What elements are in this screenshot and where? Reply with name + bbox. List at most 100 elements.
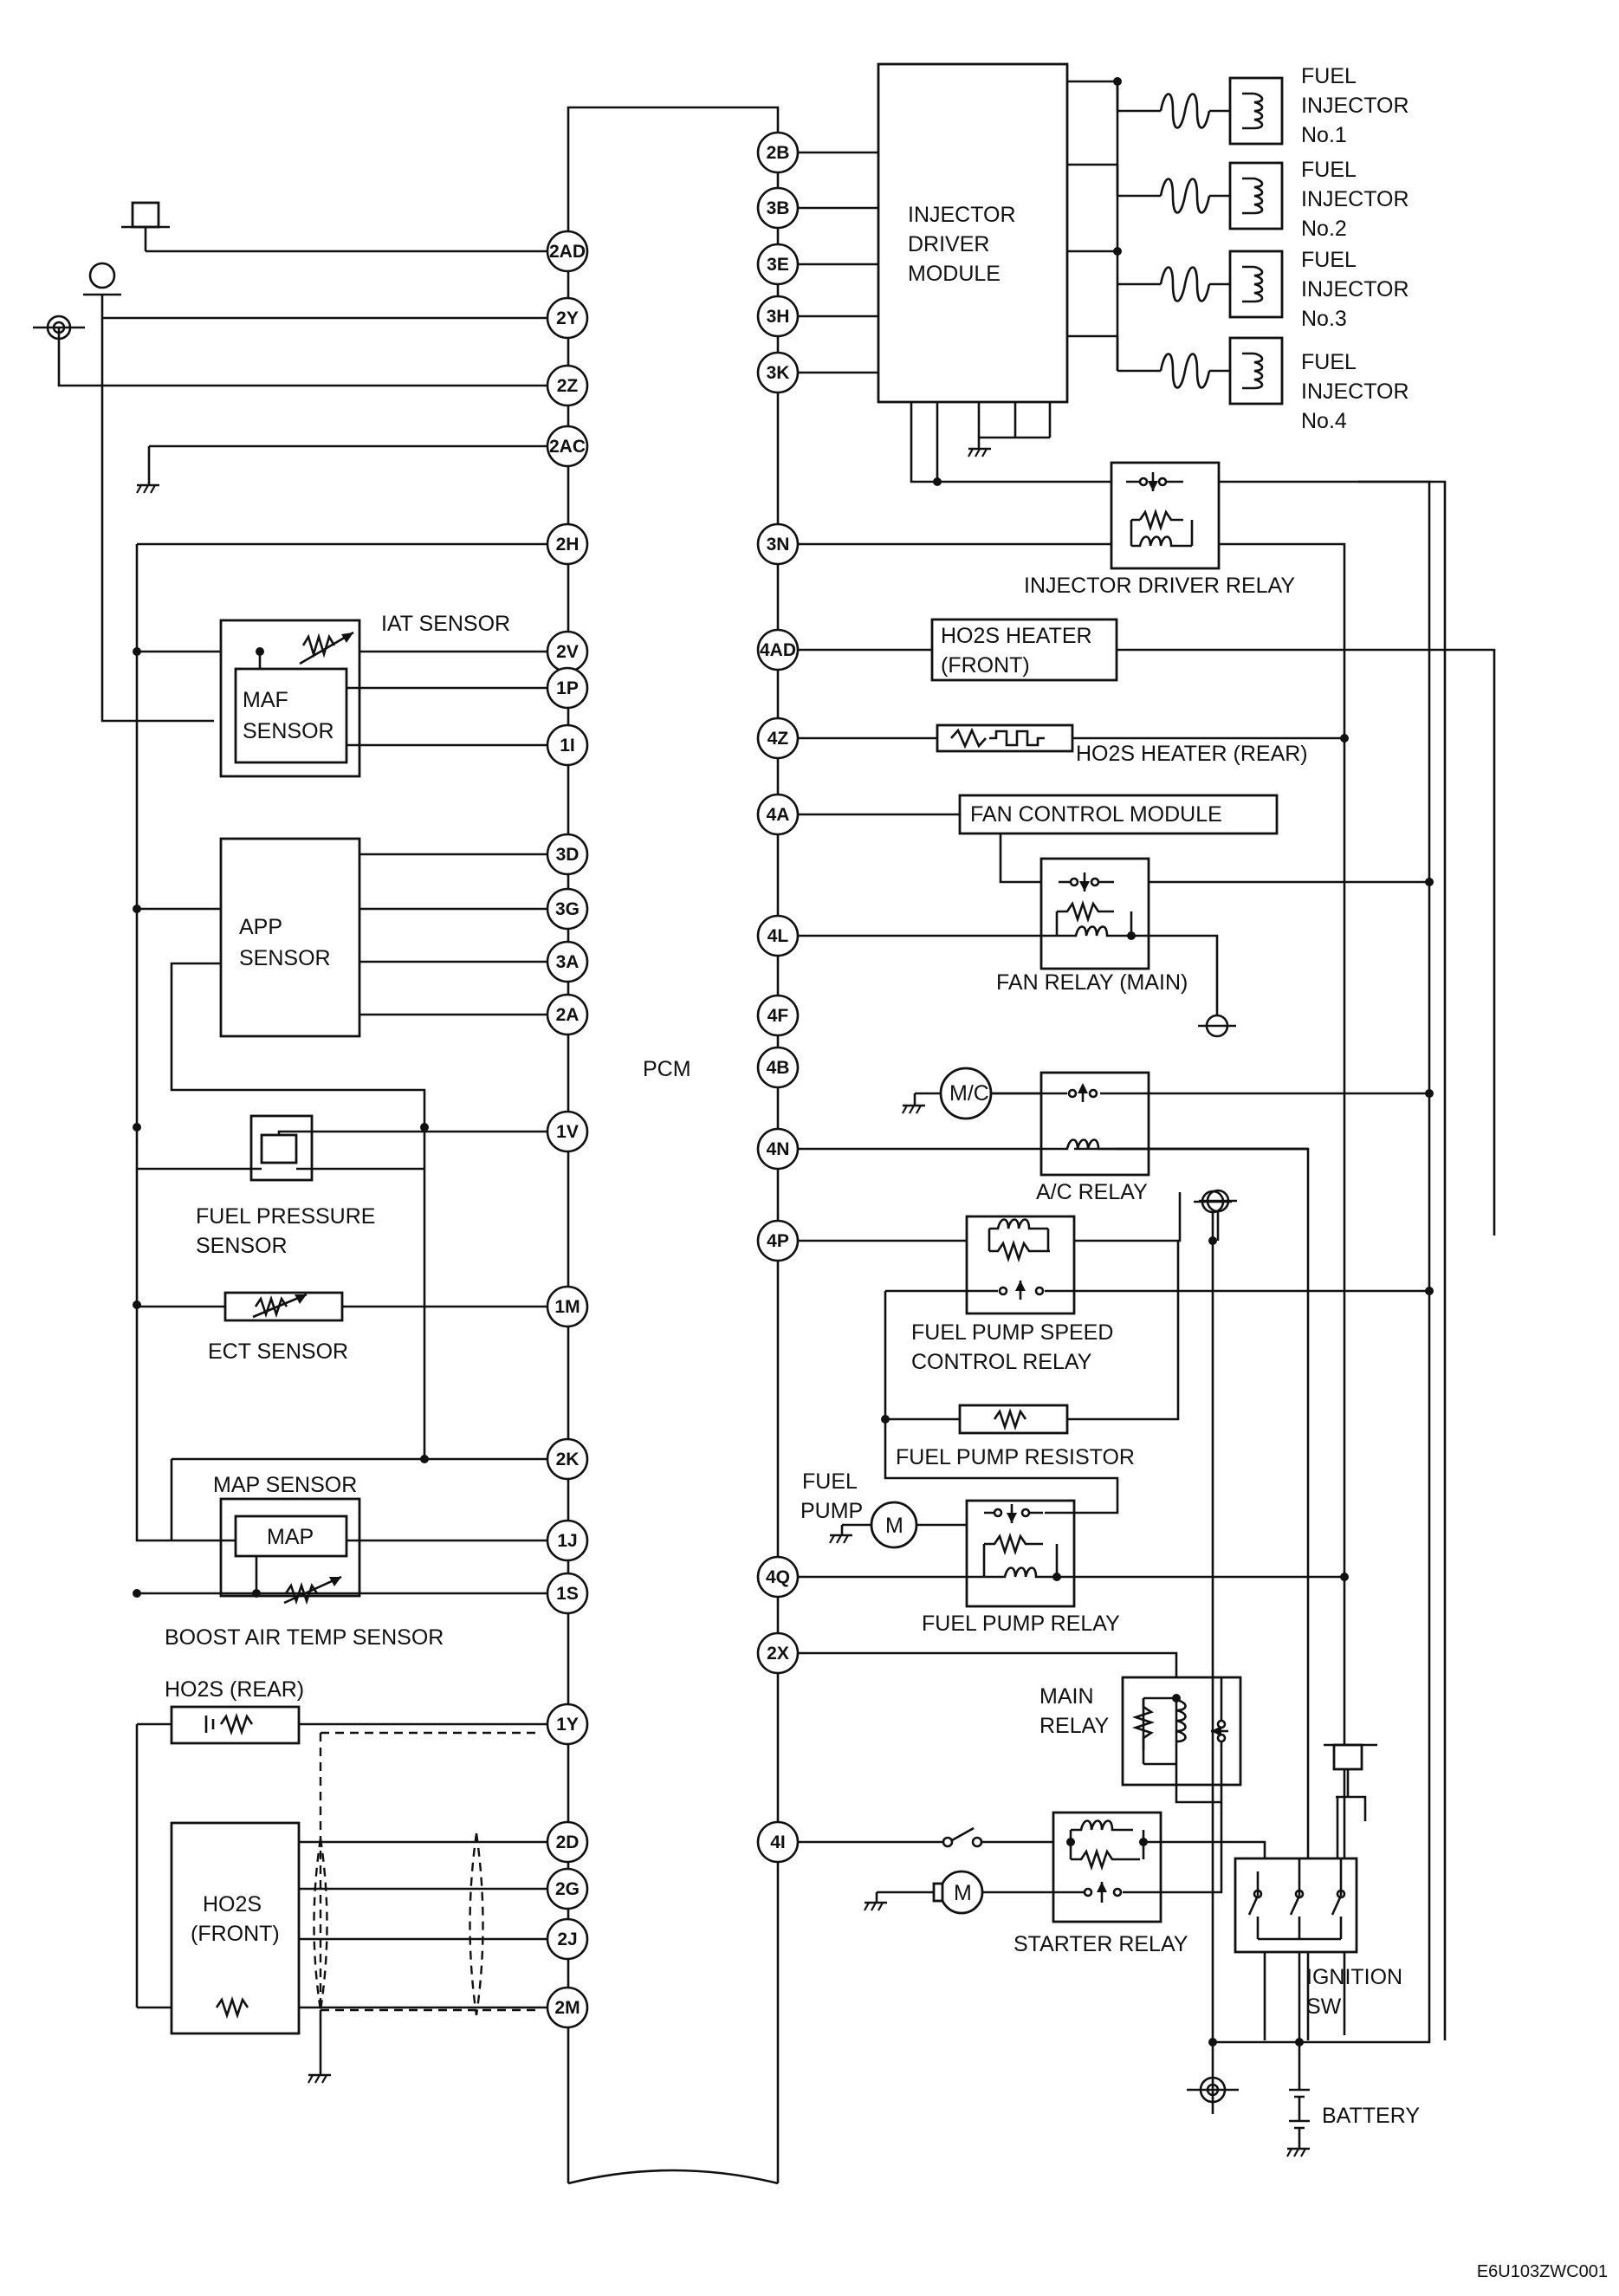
battery-label: BATTERY <box>1322 2104 1420 2128</box>
pin-label-2V: 2V <box>556 642 579 662</box>
pin-label-1J: 1J <box>557 1531 577 1551</box>
pin-label-2Y: 2Y <box>556 308 579 328</box>
pin-label-2Z: 2Z <box>557 376 579 396</box>
ac-relay <box>1039 1071 1150 1177</box>
left-wiring <box>33 201 567 2085</box>
pin-label-3N: 3N <box>767 535 790 555</box>
starter-relay <box>1052 1811 1162 1923</box>
fuel-injector-3-label-1: FUEL <box>1301 248 1357 272</box>
pin-label-2AD: 2AD <box>549 242 586 262</box>
fan-relay-main-label: FAN RELAY (MAIN) <box>996 970 1188 995</box>
fuel-injector-2-label-1: FUEL <box>1301 158 1357 182</box>
pin-label-1M: 1M <box>554 1297 580 1317</box>
ac-relay-label: A/C RELAY <box>1036 1180 1148 1204</box>
pin-circle-4AD <box>756 628 800 671</box>
pin-label-4F: 4F <box>767 1006 789 1026</box>
relay-ground-icon <box>131 201 160 229</box>
labels: INJECTOR DRIVER MODULE FUEL INJECTOR No.… <box>165 64 1608 2281</box>
pin-label-4A: 4A <box>767 805 790 825</box>
pin-label-1V: 1V <box>556 1122 579 1142</box>
fuel-pump-relay-label: FUEL PUMP RELAY <box>922 1612 1120 1636</box>
fuel-pump-speed-control-relay-label-1: FUEL PUMP SPEED <box>911 1320 1113 1345</box>
pin-circle-4Q <box>756 1555 800 1599</box>
fan-control-module-label: FAN CONTROL MODULE <box>970 802 1222 827</box>
pin-label-2K: 2K <box>556 1450 580 1469</box>
fuel-pump-label-2: PUMP <box>800 1499 863 1523</box>
pin-circle-2K <box>546 1437 589 1481</box>
fuel-injector-3-label-2: INJECTOR <box>1301 277 1409 302</box>
pin-circle-3G <box>546 887 589 931</box>
fuel-pump-resistor <box>958 1404 1069 1435</box>
battery-icon <box>1289 2097 1310 2149</box>
ho2s-rear <box>170 1705 301 1745</box>
maf-sensor-label-2: SENSOR <box>243 719 334 743</box>
pin-circle-4Z <box>756 717 800 760</box>
pin-circle-1M <box>546 1285 589 1328</box>
pin-circle-2A <box>546 993 589 1036</box>
pin-circle-4I <box>756 1820 800 1864</box>
pin-circle-2H <box>546 522 589 566</box>
map-label: MAP <box>267 1525 314 1549</box>
injector-driver-module-label-1: INJECTOR <box>908 203 1016 227</box>
pin-circle-3K <box>756 351 800 394</box>
app-sensor-label-1: APP <box>239 915 282 939</box>
ho2s-heater-front-label-2: (FRONT) <box>941 653 1030 678</box>
fuel-injectors <box>1067 76 1284 405</box>
pin-circle-3E <box>756 243 800 286</box>
pin-circle-4B <box>756 1046 800 1089</box>
ect-sensor <box>223 1291 344 1322</box>
ect-sensor-label: ECT SENSOR <box>208 1339 348 1364</box>
maf-sensor <box>234 667 348 764</box>
pin-circle-1S <box>546 1572 589 1615</box>
pin-label-2J: 2J <box>557 1930 577 1949</box>
pin-label-2D: 2D <box>556 1832 580 1852</box>
pin-circle-3H <box>756 295 800 338</box>
pin-label-2AC: 2AC <box>549 437 586 457</box>
fuel-injector-1-label-1: FUEL <box>1301 64 1357 88</box>
pin-circle-3A <box>546 940 589 983</box>
fuel-pump-label-1: FUEL <box>802 1469 858 1494</box>
pin-label-3G: 3G <box>555 899 580 919</box>
pin-circle-1J <box>546 1519 589 1562</box>
pin-circle-2B <box>756 131 800 174</box>
pin-circle-2AC <box>546 425 589 468</box>
injector-driver-module <box>877 62 1069 404</box>
pin-circle-2Y <box>546 296 589 340</box>
app-sensor <box>219 837 361 1038</box>
pin-label-2H: 2H <box>556 535 580 555</box>
pin-label-3E: 3E <box>767 255 789 275</box>
injector-driver-module-label-2: DRIVER <box>908 232 989 256</box>
ho2s-heater-front-label-1: HO2S HEATER <box>941 624 1092 648</box>
fuel-pump-resistor-label: FUEL PUMP RESISTOR <box>896 1445 1135 1469</box>
pin-label-4AD: 4AD <box>760 640 796 660</box>
ho2s-rear-label: HO2S (REAR) <box>165 1677 304 1702</box>
ho2s-heater-rear <box>936 723 1074 753</box>
pin-label-2B: 2B <box>767 143 790 163</box>
fuel-injector-4-label-3: No.4 <box>1301 409 1347 433</box>
fuel-pressure-sensor-label-1: FUEL PRESSURE <box>196 1204 375 1229</box>
map-sensor-label: MAP SENSOR <box>213 1473 357 1497</box>
pin-label-4Z: 4Z <box>767 729 789 749</box>
pin-label-4L: 4L <box>767 926 789 946</box>
ho2s-heater-rear-label: HO2S HEATER (REAR) <box>1076 742 1308 766</box>
pin-label-3K: 3K <box>767 363 790 383</box>
app-sensor-label-2: SENSOR <box>239 946 331 970</box>
ho2s-front-label-1: HO2S <box>203 1892 262 1917</box>
pin-label-1Y: 1Y <box>556 1715 579 1735</box>
pcm-body: PCM <box>567 106 780 2185</box>
fuel-injector-3-label-3: No.3 <box>1301 307 1347 331</box>
pin-label-4I: 4I <box>770 1832 786 1852</box>
pin-circle-1Y <box>546 1703 589 1746</box>
starter-relay-label: STARTER RELAY <box>1013 1932 1188 1956</box>
pin-label-2M: 2M <box>554 1998 580 2018</box>
body-ground-icon <box>88 262 116 289</box>
pin-circle-1P <box>546 666 589 710</box>
pin-circle-3B <box>756 186 800 230</box>
fuel-pressure-sensor-label-2: SENSOR <box>196 1234 288 1258</box>
relay-ground-icon-right <box>1332 1743 1363 1771</box>
pin-label-2X: 2X <box>767 1644 789 1664</box>
injector-driver-relay-label: INJECTOR DRIVER RELAY <box>1024 574 1295 598</box>
pin-label-3D: 3D <box>556 845 580 865</box>
pin-label-2A: 2A <box>556 1005 580 1025</box>
